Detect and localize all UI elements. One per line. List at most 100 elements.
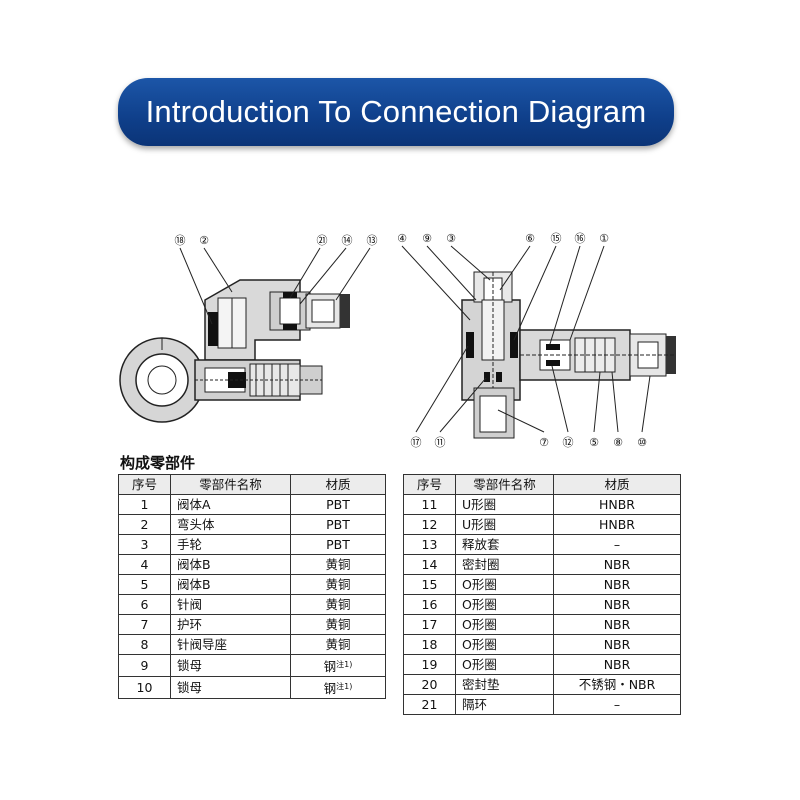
part-name-text: 密封圈 bbox=[462, 557, 500, 572]
table-row: 1 阀体A PBT bbox=[118, 494, 386, 515]
part-number-text: 18 bbox=[421, 637, 438, 652]
part-material-text: PBT bbox=[326, 517, 350, 532]
part-name-text: 锁母 bbox=[177, 658, 203, 673]
material-note: 注1) bbox=[336, 682, 353, 691]
part-name: O形圈 bbox=[455, 634, 554, 655]
part-material: 钢注1) bbox=[290, 676, 386, 699]
part-name-text: O形圈 bbox=[462, 657, 497, 672]
part-name-text: 阀体A bbox=[177, 497, 211, 512]
part-material: 黄铜 bbox=[290, 554, 386, 575]
part-name-text: 锁母 bbox=[177, 680, 203, 695]
part-number: 18 bbox=[403, 634, 456, 655]
part-name-text: 针阀 bbox=[177, 597, 203, 612]
part-material: NBR bbox=[553, 634, 681, 655]
part-number: 15 bbox=[403, 574, 456, 595]
part-material-text: NBR bbox=[603, 657, 631, 672]
part-number-text: 20 bbox=[421, 677, 438, 692]
part-name: O形圈 bbox=[455, 594, 554, 615]
table-row: 20 密封垫 不锈钢・NBR bbox=[403, 674, 681, 695]
part-name-text: 护环 bbox=[177, 617, 203, 632]
part-number: 17 bbox=[403, 614, 456, 635]
part-number-text: 1 bbox=[140, 497, 149, 512]
part-material-text: HNBR bbox=[598, 517, 635, 532]
part-number: 6 bbox=[118, 594, 171, 615]
part-material: NBR bbox=[553, 654, 681, 675]
part-number: 16 bbox=[403, 594, 456, 615]
part-name: O形圈 bbox=[455, 654, 554, 675]
part-number-text: 12 bbox=[421, 517, 438, 532]
part-number: 10 bbox=[118, 676, 171, 699]
part-material-text: – bbox=[613, 697, 621, 712]
header-name: 零部件名称 bbox=[170, 474, 291, 495]
part-name-text: 密封垫 bbox=[462, 677, 500, 692]
title-banner: Introduction To Connection Diagram bbox=[118, 78, 674, 146]
table-row: 6 针阀 黄铜 bbox=[118, 594, 386, 615]
header-no: 序号 bbox=[118, 474, 171, 495]
part-material: 不锈钢・NBR bbox=[553, 674, 681, 695]
part-name: 护环 bbox=[170, 614, 291, 635]
part-name: O形圈 bbox=[455, 574, 554, 595]
part-number-text: 19 bbox=[421, 657, 438, 672]
part-material: 黄铜 bbox=[290, 594, 386, 615]
part-material-text: 钢 bbox=[323, 659, 337, 674]
part-material-text: PBT bbox=[326, 497, 350, 512]
material-note: 注1) bbox=[336, 660, 353, 669]
callout-8: ⑧ bbox=[613, 436, 623, 449]
part-name-text: O形圈 bbox=[462, 597, 497, 612]
callout-14: ⑭ bbox=[342, 234, 353, 247]
part-name: 锁母 bbox=[170, 676, 291, 699]
table-row: 19 O形圈 NBR bbox=[403, 654, 681, 675]
callout-18: ⑱ bbox=[175, 234, 186, 247]
part-material: NBR bbox=[553, 614, 681, 635]
table-header-row: 序号 零部件名称 材质 bbox=[403, 474, 681, 495]
part-name: 阀体B bbox=[170, 574, 291, 595]
left-fitting-drawing bbox=[119, 247, 371, 423]
part-name-text: 阀体B bbox=[177, 577, 211, 592]
callout-13: ⑬ bbox=[367, 234, 378, 247]
part-name-text: O形圈 bbox=[462, 577, 497, 592]
part-name: O形圈 bbox=[455, 614, 554, 635]
part-name: U形圈 bbox=[455, 494, 554, 515]
part-material-text: NBR bbox=[603, 597, 631, 612]
part-material-text: NBR bbox=[603, 577, 631, 592]
part-material-text: PBT bbox=[326, 537, 350, 552]
part-material: 钢注1) bbox=[290, 654, 386, 677]
part-material-text: – bbox=[613, 537, 621, 552]
part-material-text: NBR bbox=[603, 557, 631, 572]
callout-15: ⑮ bbox=[551, 232, 562, 245]
callout-10: ⑩ bbox=[637, 436, 647, 449]
part-number-text: 8 bbox=[140, 637, 149, 652]
banner-title: Introduction To Connection Diagram bbox=[145, 94, 647, 129]
part-material: PBT bbox=[290, 534, 386, 555]
callout-11: ⑪ bbox=[435, 436, 446, 449]
right-callouts-top: ④ ⑨ ③ ⑥ ⑮ ⑯ ① bbox=[397, 232, 609, 245]
part-material: PBT bbox=[290, 514, 386, 535]
part-number: 7 bbox=[118, 614, 171, 635]
header-material: 材质 bbox=[290, 474, 386, 495]
part-number-text: 4 bbox=[140, 557, 149, 572]
header-material: 材质 bbox=[553, 474, 681, 495]
part-number-text: 11 bbox=[421, 497, 438, 512]
callout-3: ③ bbox=[446, 232, 456, 245]
part-name: 锁母 bbox=[170, 654, 291, 677]
part-number-text: 10 bbox=[136, 680, 153, 695]
part-material-text: 黄铜 bbox=[325, 597, 351, 612]
part-number-text: 9 bbox=[140, 658, 149, 673]
part-material: PBT bbox=[290, 494, 386, 515]
part-number: 1 bbox=[118, 494, 171, 515]
part-material: NBR bbox=[553, 554, 681, 575]
callout-17: ⑰ bbox=[411, 436, 422, 449]
